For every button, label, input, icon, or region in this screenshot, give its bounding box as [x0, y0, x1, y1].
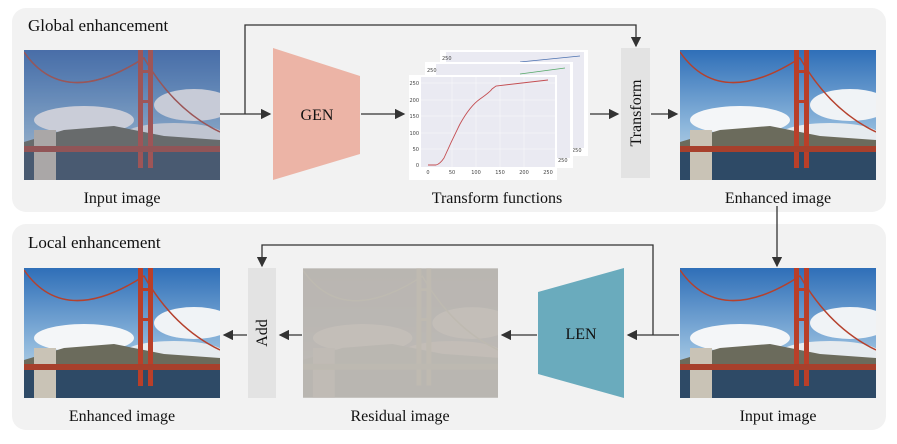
- x-tick: 150: [495, 170, 505, 176]
- back-tick: 250: [572, 148, 582, 154]
- x-tick: 200: [519, 170, 529, 176]
- x-tick: 0: [426, 170, 429, 176]
- local-enhanced-image: [24, 268, 220, 398]
- series-green: [519, 67, 566, 75]
- global-input-label: Input image: [84, 190, 161, 207]
- y-tick: 150: [409, 114, 419, 120]
- global-enhanced-image: [680, 50, 876, 180]
- add-block: [248, 268, 276, 398]
- back-tick: 250: [442, 56, 452, 62]
- local-title: Local enhancement: [28, 233, 161, 252]
- transform-label: Transform: [628, 79, 645, 147]
- len-block: [538, 268, 624, 398]
- local-input-image: [680, 268, 876, 398]
- back-tick: 250: [427, 68, 437, 74]
- global-enhanced-label: Enhanced image: [725, 190, 831, 207]
- transform-functions-plot: 250 250 250 250 0 50 100 150 200 250 0 5…: [409, 50, 588, 180]
- len-label: LEN: [565, 326, 597, 343]
- back-tick: 250: [558, 158, 568, 164]
- y-tick: 0: [416, 163, 419, 169]
- transform-block: [621, 48, 650, 178]
- x-tick: 100: [471, 170, 481, 176]
- arrow-input-to-add: [256, 244, 654, 335]
- global-input-image: [24, 50, 220, 180]
- arrow-input-to-transform: [244, 24, 642, 114]
- series-red: [428, 79, 549, 166]
- global-title: Global enhancement: [28, 16, 168, 35]
- series-blue: [519, 55, 581, 63]
- y-tick: 250: [409, 81, 419, 87]
- residual-label: Residual image: [350, 408, 449, 425]
- y-tick: 50: [413, 147, 419, 153]
- local-input-label: Input image: [740, 408, 817, 425]
- gen-block: [273, 48, 360, 180]
- add-label: Add: [254, 319, 271, 347]
- local-enhanced-label: Enhanced image: [69, 408, 175, 425]
- y-tick: 100: [409, 131, 419, 137]
- transform-functions-label: Transform functions: [432, 190, 563, 207]
- residual-image: [303, 268, 498, 398]
- y-tick: 200: [409, 98, 419, 104]
- gen-label: GEN: [301, 107, 334, 124]
- x-tick: 50: [449, 170, 455, 176]
- x-tick: 250: [543, 170, 553, 176]
